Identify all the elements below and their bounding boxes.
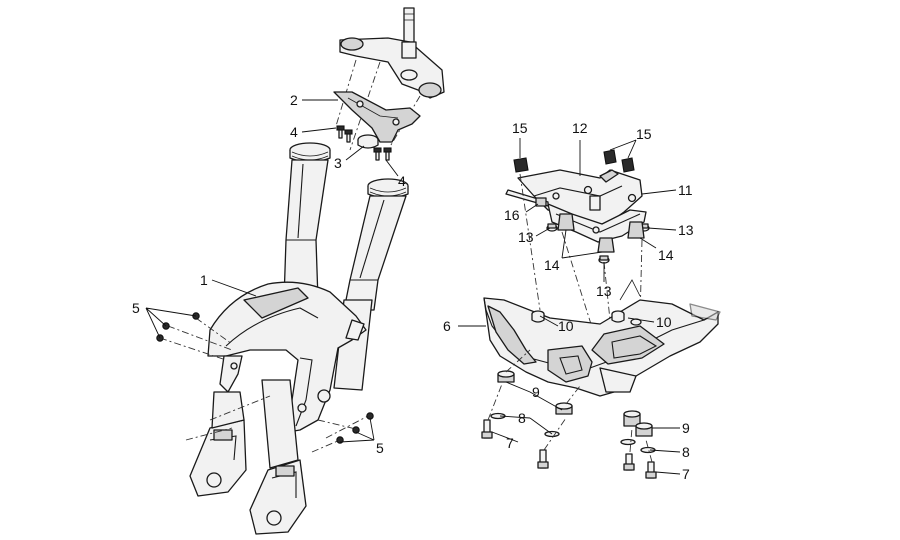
insert-10-right <box>611 310 625 323</box>
screw-5-e <box>352 426 360 434</box>
clip-15-right-a <box>603 149 617 165</box>
rubber-mount-14-b <box>597 237 615 253</box>
callout-12: 12 <box>572 120 588 136</box>
skid-plate <box>483 279 721 397</box>
callout-14: 14 <box>544 257 560 273</box>
callout-11: 11 <box>678 182 693 198</box>
spacer-9-d <box>635 422 653 437</box>
screw-4-left-a <box>336 125 345 139</box>
rubber-mount-14-c <box>627 221 645 239</box>
top-triple-clamp <box>339 37 445 99</box>
screw-4-left-b <box>344 129 353 143</box>
callout-3: 3 <box>334 155 342 171</box>
callout-14: 14 <box>658 247 674 263</box>
leader-lines <box>145 99 681 475</box>
bolt-16 <box>535 197 547 207</box>
skid-plate-assembly <box>481 149 721 479</box>
callout-8: 8 <box>682 444 690 460</box>
callout-6: 6 <box>443 318 451 334</box>
insert-10-left <box>531 310 545 323</box>
callout-10: 10 <box>558 318 574 334</box>
callout-13: 13 <box>678 222 694 238</box>
callout-8: 8 <box>518 410 526 426</box>
fork-leg-right <box>333 178 409 391</box>
spacer-9-c <box>623 410 641 427</box>
callout-13: 13 <box>518 229 534 245</box>
clip-15-right-b <box>621 157 635 173</box>
spacer-9-a <box>497 370 515 383</box>
callout-15: 15 <box>636 126 652 142</box>
rubber-mount-14-a <box>557 213 575 231</box>
callout-4: 4 <box>290 124 298 140</box>
callout-labels: 1 2 3 4 4 5 5 6 7 7 8 8 9 9 10 10 11 12 … <box>132 92 694 482</box>
instrument-bracket <box>333 91 421 143</box>
fork-bottom-right <box>249 459 307 535</box>
callout-15: 15 <box>512 120 528 136</box>
front-fork-assembly <box>156 7 445 535</box>
screw-4-right-b <box>383 147 392 161</box>
callout-10: 10 <box>656 314 672 330</box>
nut-13-c <box>598 255 610 264</box>
callout-1: 1 <box>200 272 208 288</box>
callout-4: 4 <box>398 173 406 189</box>
bolt-7-a <box>481 419 493 439</box>
nut-13-a <box>546 223 558 232</box>
callout-16: 16 <box>504 207 520 223</box>
bolt-7-c <box>623 453 635 471</box>
callout-7: 7 <box>506 435 514 451</box>
clip-15-left <box>513 157 529 173</box>
callout-5: 5 <box>376 440 384 456</box>
fork-leg-left <box>283 142 331 301</box>
washer-8-c <box>620 438 636 446</box>
front-mudguard <box>207 281 367 433</box>
screw-4-right-a <box>373 147 382 161</box>
rubber-grommet <box>357 134 379 149</box>
fork-bottom-left <box>189 419 247 497</box>
spacer-9-b <box>555 402 573 415</box>
callout-7: 7 <box>682 466 690 482</box>
upper-mount-bracket <box>517 169 643 227</box>
callout-5: 5 <box>132 300 140 316</box>
callout-13: 13 <box>596 283 612 299</box>
bolt-7-b <box>537 449 549 469</box>
callout-2: 2 <box>290 92 298 108</box>
callout-9: 9 <box>532 384 540 400</box>
bolt-7-d <box>645 461 657 479</box>
callout-9: 9 <box>682 420 690 436</box>
